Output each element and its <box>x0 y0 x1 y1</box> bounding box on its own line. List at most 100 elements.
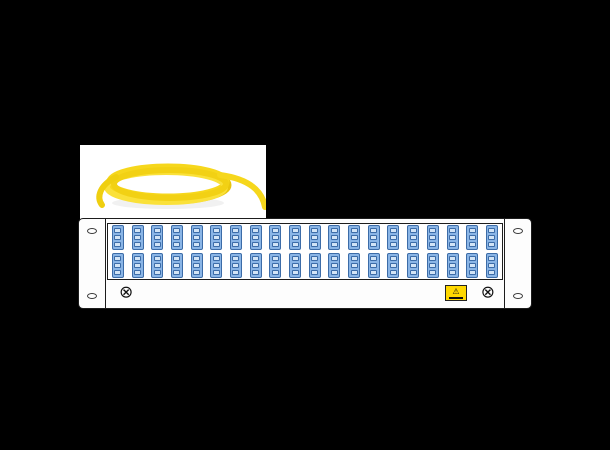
lc-port <box>291 255 299 261</box>
lc-port <box>429 262 437 268</box>
lc-port <box>330 235 338 241</box>
lc-port <box>488 255 496 261</box>
lc-port <box>488 242 496 248</box>
lc-port <box>488 262 496 268</box>
lc-port <box>173 262 181 268</box>
lc-port <box>409 269 417 275</box>
lc-adapter-group <box>328 252 341 278</box>
lc-adapter-group <box>111 252 124 278</box>
lc-port <box>252 255 260 261</box>
lc-port <box>350 228 358 234</box>
lc-port <box>311 242 319 248</box>
lc-port <box>389 255 397 261</box>
lc-port <box>134 235 142 241</box>
circled-x-symbol-left: ⊗ <box>119 282 134 303</box>
lc-port <box>468 242 476 248</box>
lc-port <box>409 262 417 268</box>
lc-port <box>291 228 299 234</box>
lc-adapter-group <box>151 252 164 278</box>
yellow-fiber-cable-coil-icon <box>96 163 268 210</box>
lc-adapter-group <box>269 225 282 251</box>
lc-adapter-group <box>426 225 439 251</box>
lc-port <box>193 269 201 275</box>
lc-port <box>252 262 260 268</box>
lc-adapter-group <box>131 252 144 278</box>
lc-port <box>389 262 397 268</box>
lc-port <box>291 262 299 268</box>
lc-adapter-group <box>308 225 321 251</box>
lc-port <box>488 235 496 241</box>
lc-port <box>311 228 319 234</box>
lc-port <box>153 255 161 261</box>
lc-adapter-group <box>210 225 223 251</box>
lc-port <box>429 269 437 275</box>
lc-port <box>429 235 437 241</box>
lc-port <box>153 242 161 248</box>
rack-ear-right <box>504 219 531 308</box>
lc-adapter-group <box>308 252 321 278</box>
lc-adapter-group <box>328 225 341 251</box>
lc-port <box>232 255 240 261</box>
lc-port <box>449 255 457 261</box>
lc-port <box>449 242 457 248</box>
lc-port <box>370 269 378 275</box>
lc-port <box>153 228 161 234</box>
lc-port <box>271 262 279 268</box>
lc-port <box>330 269 338 275</box>
lc-port <box>114 235 122 241</box>
lc-port <box>134 255 142 261</box>
lc-port <box>330 242 338 248</box>
lc-port <box>153 235 161 241</box>
lc-port <box>468 269 476 275</box>
lc-port <box>134 269 142 275</box>
lc-port <box>311 269 319 275</box>
lc-port <box>311 235 319 241</box>
lc-port <box>449 235 457 241</box>
lc-port <box>153 262 161 268</box>
lc-adapter-group <box>249 252 262 278</box>
lc-port <box>429 255 437 261</box>
lc-port <box>232 228 240 234</box>
lc-port <box>370 255 378 261</box>
mounting-hole <box>513 293 523 299</box>
lc-adapter-group <box>407 225 420 251</box>
lc-adapter-group <box>466 225 479 251</box>
lc-adapter-group <box>466 252 479 278</box>
lc-adapter-group <box>426 252 439 278</box>
lc-port <box>449 262 457 268</box>
lc-port <box>350 269 358 275</box>
lc-adapter-group <box>131 225 144 251</box>
lc-port <box>370 228 378 234</box>
lc-port <box>488 269 496 275</box>
lc-port <box>468 255 476 261</box>
lc-port <box>212 255 220 261</box>
lc-port <box>252 269 260 275</box>
lc-port <box>468 235 476 241</box>
panel-bottom-strip: ⊗ ⚠ ⊗ <box>107 281 503 305</box>
lc-port <box>134 242 142 248</box>
lc-port <box>409 228 417 234</box>
lc-adapter-group <box>229 225 242 251</box>
connector-row <box>108 252 502 279</box>
lc-port <box>311 262 319 268</box>
warning-label-text <box>449 296 463 299</box>
lc-port <box>212 228 220 234</box>
lc-port <box>389 235 397 241</box>
lc-port <box>173 242 181 248</box>
fiber-cable-photo <box>80 145 268 219</box>
lc-port <box>173 269 181 275</box>
lc-port <box>232 269 240 275</box>
lc-adapter-group <box>229 252 242 278</box>
lc-port <box>330 228 338 234</box>
lc-adapter-group <box>170 252 183 278</box>
lc-port <box>271 235 279 241</box>
lc-port <box>350 262 358 268</box>
lc-adapter-group <box>367 225 380 251</box>
lc-port <box>134 228 142 234</box>
lc-adapter-group <box>190 225 203 251</box>
lc-adapter-group <box>446 252 459 278</box>
lc-adapter-group <box>485 225 498 251</box>
mounting-hole <box>513 228 523 234</box>
lc-port <box>193 255 201 261</box>
